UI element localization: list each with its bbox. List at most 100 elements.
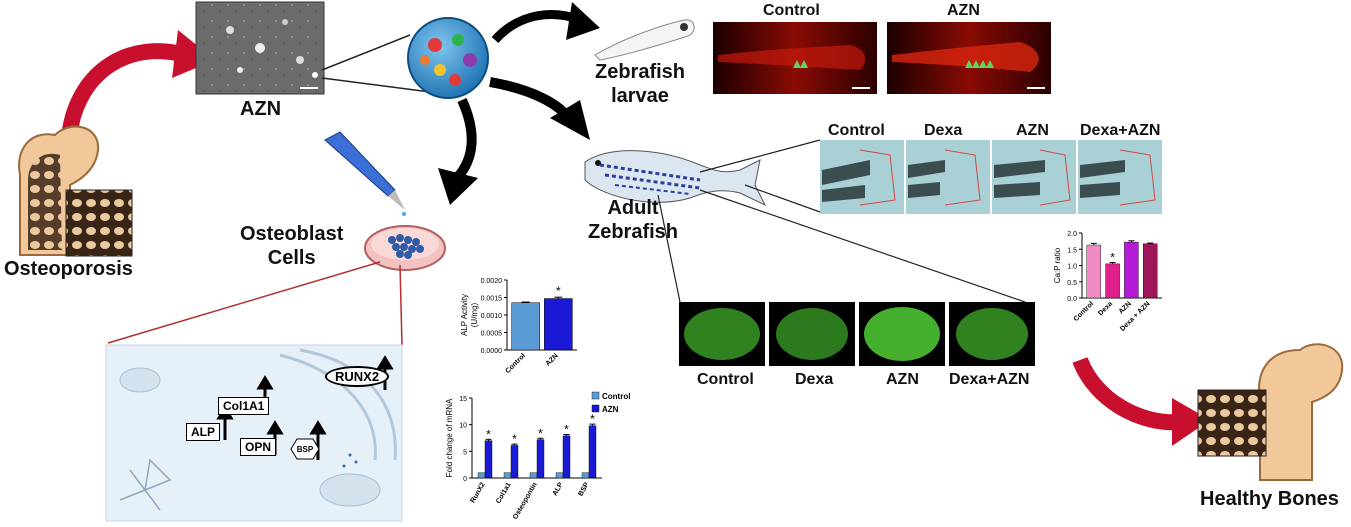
- mrna-bar: [484, 440, 493, 479]
- mrna-significance-star: *: [486, 427, 491, 441]
- healthy-femur-icon: [1197, 343, 1344, 481]
- red-arrow-down-icon: [1072, 356, 1210, 446]
- cap-bar: [1105, 263, 1120, 299]
- gene-bsp-label: BSP: [297, 445, 314, 454]
- gene-runx2-box: RUNX2: [325, 366, 390, 387]
- zebrafish-larvae-label: Zebrafish larvae: [595, 60, 685, 108]
- azn-sem-image: [195, 1, 325, 95]
- gene-alp-label: ALP: [191, 425, 215, 439]
- mrna-y-tick-label: 0: [463, 476, 467, 483]
- nanoparticle-icon: [407, 17, 489, 99]
- mrna-significance-star: *: [564, 423, 569, 437]
- mrna-bar: [510, 445, 519, 479]
- adult-zebrafish-icon: [584, 150, 767, 207]
- alp-activity-chart: 0.00000.00050.00100.00150.0020Control*AZ…: [460, 278, 577, 375]
- gene-opn-label: OPN: [245, 440, 272, 454]
- mrna-bar: [555, 472, 564, 479]
- mrna-x-tick-label: ALP: [552, 481, 565, 497]
- mrna-bar: [562, 435, 571, 479]
- fin-dexa-label: Dexa: [924, 122, 963, 139]
- cap-y-tick-label: 1.0: [1067, 264, 1077, 271]
- alp-y-tick-label: 0.0000: [481, 348, 503, 355]
- cap-y-tick-label: 1.5: [1067, 247, 1077, 254]
- arrow-to-larvae-icon: [491, 2, 600, 44]
- larvae-azn-label: AZN: [947, 2, 980, 19]
- alp-bar: [511, 302, 540, 351]
- cap-y-axis-label: Ca:P ratio: [1053, 247, 1062, 283]
- mrna-bar: [536, 439, 545, 479]
- osteoporotic-femur-icon: [18, 125, 133, 257]
- gene-opn-box: OPN: [240, 438, 277, 456]
- cap-x-tick-label: AZN: [1118, 300, 1133, 315]
- alp-bar: [544, 298, 573, 351]
- mrna-bar: [503, 472, 512, 479]
- alp-y-axis-label-line2: (U/mg): [470, 302, 479, 327]
- mrna-bar: [477, 472, 486, 479]
- osteoblast-label: Osteoblast Cells: [240, 222, 343, 270]
- mrna-y-axis-label: Fold change of mRNA: [445, 398, 454, 477]
- fin-azn-label: AZN: [1016, 122, 1049, 139]
- gene-alp-box: ALP: [186, 423, 220, 441]
- adult-zebrafish-label: Adult Zebrafish: [588, 196, 678, 244]
- cap-bar: [1142, 243, 1158, 299]
- mrna-y-tick-label: 5: [463, 449, 467, 456]
- gene-runx2-label: RUNX2: [335, 369, 380, 384]
- mrna-significance-star: *: [512, 432, 517, 446]
- cap-bar: [1124, 241, 1139, 299]
- azn-label: AZN: [240, 98, 282, 120]
- mrna-x-tick-label: Col1a1: [495, 481, 513, 504]
- mrna-significance-star: *: [538, 426, 543, 440]
- alp-significance-star: *: [556, 284, 561, 298]
- osteoporosis-label: Osteoporosis: [4, 258, 133, 280]
- mrna-x-tick-label: RunX2: [470, 481, 487, 504]
- alp-x-tick-label: AZN: [545, 352, 560, 367]
- zebrafish-larvae-label-line2: larvae: [611, 85, 669, 107]
- mrna-bar: [581, 472, 590, 479]
- pipette-icon: [324, 131, 406, 216]
- adult-zebrafish-label-line2: Zebrafish: [588, 221, 679, 243]
- larvae-control-label: Control: [763, 2, 820, 19]
- fin-control-label: Control: [828, 122, 885, 139]
- gene-col1a1-box: Col1A1: [218, 397, 270, 415]
- alp-y-tick-label: 0.0005: [481, 331, 503, 338]
- larvae-control-image: [713, 22, 877, 94]
- bsp-hexagon-outline: BSP: [290, 438, 320, 460]
- alp-y-axis-label-line1: ALP Activity: [460, 294, 469, 336]
- cap-x-tick-label: Dexa: [1097, 300, 1114, 317]
- cap-y-tick-label: 0.0: [1067, 296, 1077, 303]
- mrna-x-tick-label: Osteopontin: [512, 482, 539, 521]
- mrna-significance-star: *: [590, 412, 595, 426]
- cap-y-tick-label: 2.0: [1067, 231, 1077, 238]
- healthy-bones-label: Healthy Bones: [1200, 488, 1339, 510]
- arrow-to-adult-icon: [489, 77, 590, 140]
- scale-dexa-label: Dexa: [795, 371, 834, 388]
- mrna-legend-swatch: [591, 391, 600, 400]
- osteoblast-label-line1: Osteoblast: [240, 223, 344, 245]
- mrna-x-tick-label: BSP: [577, 481, 590, 497]
- mrna-legend-swatch: [591, 404, 600, 413]
- petri-dish-icon: [364, 225, 446, 271]
- zebrafish-larvae-label-line1: Zebrafish: [595, 61, 686, 83]
- mrna-bar: [529, 472, 538, 479]
- red-arrow-up-icon: [62, 30, 215, 132]
- scale-control-label: Control: [697, 371, 754, 388]
- mrna-y-tick-label: 15: [459, 396, 467, 403]
- scale-dexa-azn-label: Dexa+AZN: [949, 371, 1030, 388]
- larvae-azn-image: [887, 22, 1051, 94]
- cap-significance-star: *: [1110, 251, 1115, 265]
- mrna-bar: [588, 425, 597, 479]
- mrna-legend-label: Control: [602, 392, 630, 401]
- alp-y-tick-label: 0.0015: [481, 296, 503, 303]
- fin-regeneration-images: [820, 140, 1162, 214]
- alp-y-tick-label: 0.0010: [481, 313, 503, 320]
- cap-y-tick-label: 0.5: [1067, 280, 1077, 287]
- gene-col1a1-label: Col1A1: [223, 399, 265, 413]
- osteoblast-label-line2: Cells: [267, 247, 316, 269]
- fin-dexa-azn-label: Dexa+AZN: [1080, 122, 1161, 139]
- cap-bar: [1086, 244, 1101, 299]
- adult-zebrafish-label-line1: Adult: [607, 197, 659, 219]
- zebrafish-larva-icon: [594, 19, 695, 61]
- cap-x-tick-label: Control: [1073, 300, 1096, 323]
